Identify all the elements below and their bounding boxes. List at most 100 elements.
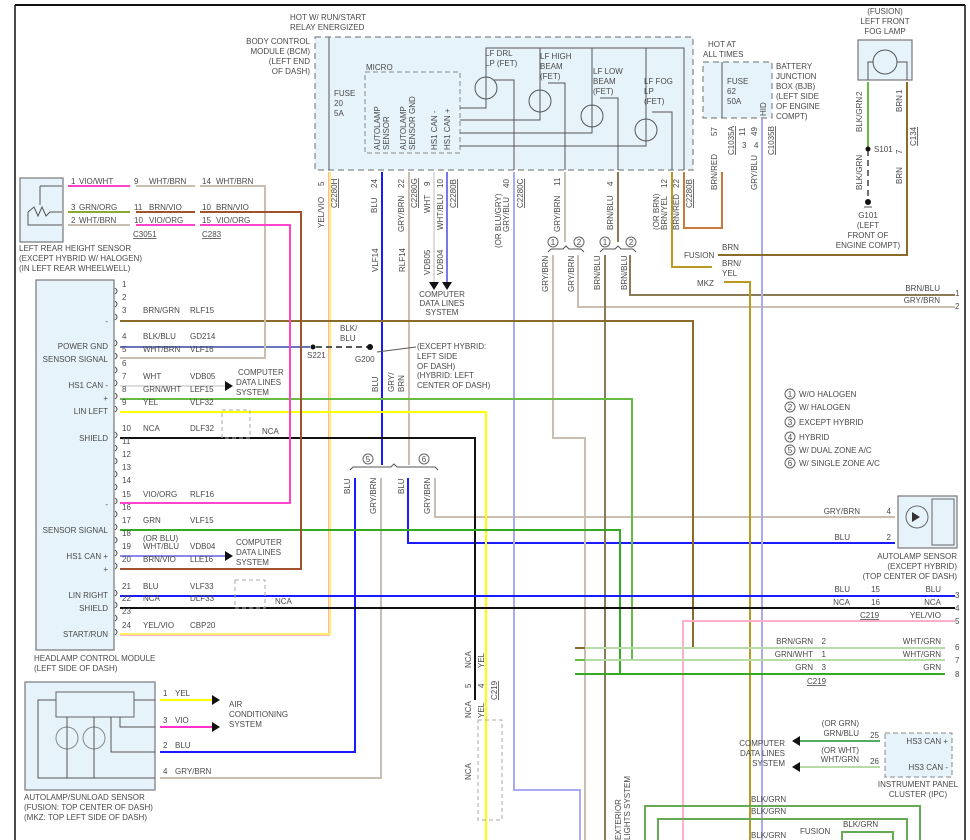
- fet-label: (FET): [540, 72, 561, 81]
- pin-number: 2: [71, 216, 76, 225]
- wire-blk-grn-1[interactable]: [644, 805, 921, 840]
- circuit-id: DLF32: [190, 424, 215, 433]
- note-3-icon: 3: [742, 141, 747, 150]
- fuse-number: 62: [727, 87, 736, 96]
- connector-id: C134: [909, 126, 918, 146]
- wires: [68, 82, 955, 840]
- pin-number: 5: [122, 345, 127, 354]
- circuit-id: RLF16: [190, 490, 215, 499]
- ground-note: (HYBRID: LEFT: [417, 371, 474, 380]
- bcm-name: BODY CONTROL: [246, 37, 310, 46]
- circuit-id: LLE16: [190, 555, 214, 564]
- wire-color: BRN/VIO: [143, 555, 176, 564]
- wire-gry-brn-sunload[interactable]: [160, 478, 382, 779]
- wire-color: BLU: [340, 334, 356, 343]
- cdl-label: SYSTEM: [752, 759, 785, 768]
- wire-color: GRN: [923, 663, 941, 672]
- wire-blu-autolamp[interactable]: [407, 478, 895, 544]
- pin-number: 13: [122, 463, 131, 472]
- wire-color: BLK/GRN: [843, 820, 878, 829]
- circuit-id: VLF32: [190, 398, 214, 407]
- fuse-rating: 20: [334, 99, 343, 108]
- pin-number: 10: [202, 203, 211, 212]
- wire-brn-fog[interactable]: [718, 82, 908, 256]
- pin-terminal-icon: [114, 470, 118, 478]
- wire-blk-grn-2[interactable]: [657, 818, 908, 840]
- connector-id: C1035A: [727, 125, 736, 155]
- wire-vio-org-rlf16[interactable]: [120, 224, 291, 504]
- fet-label: (FET): [644, 97, 665, 106]
- fet-label: LF LOW: [593, 67, 623, 76]
- connector-id: C3051: [133, 230, 157, 239]
- shield-icon: [221, 409, 251, 439]
- pin-terminal-icon: [114, 339, 118, 347]
- pin-label: HS3 CAN -: [908, 763, 948, 772]
- wire-brn-red[interactable]: [683, 172, 723, 229]
- connector-id: C2280G: [410, 178, 419, 208]
- wire-color: BLU: [371, 376, 380, 392]
- wire-color: WHT/BLU: [436, 194, 445, 230]
- wire-color: BRN: [397, 375, 406, 392]
- pin-number: 21: [122, 582, 131, 591]
- circuit-id: VLF15: [190, 516, 214, 525]
- pin-terminal-icon: [114, 431, 118, 439]
- wire-gry-brn-autolamp[interactable]: [434, 478, 895, 518]
- exterior-lights-label: LIGHTS SYSTEM: [623, 776, 632, 840]
- micro-label: MICRO: [366, 63, 393, 72]
- wire-color: VIO/ORG: [216, 216, 250, 225]
- pin-terminal-icon: [114, 601, 118, 609]
- autolamp-sensor: 4 GRY/BRN 2 BLU AUTOLAMP SENSOR (EXCEPT …: [824, 495, 958, 581]
- wire-wht-brn-vlf16[interactable]: [120, 185, 266, 359]
- wire-gry-brn-halogen[interactable]: [577, 255, 955, 308]
- splice-id: S221: [307, 351, 326, 360]
- wire-gry-blu[interactable]: [513, 172, 581, 840]
- wire-color: BLU: [834, 585, 850, 594]
- wire-brn-vio-lle16[interactable]: [120, 211, 302, 570]
- legend-number: 5: [788, 446, 793, 455]
- pin-function-label: -: [105, 317, 108, 326]
- wire-nca-dlf32[interactable]: [120, 437, 476, 700]
- wire-color: NCA: [464, 700, 473, 718]
- cdl-label: SYSTEM: [236, 388, 269, 397]
- pin-terminal-icon: [114, 614, 118, 622]
- pin-number: 17: [122, 516, 131, 525]
- micro-pin-label: HS1 CAN -: [430, 110, 439, 150]
- option-brace: [349, 463, 439, 471]
- pin-function-label: SHIELD: [79, 604, 108, 613]
- pin-number: 57: [710, 127, 719, 136]
- fet-label: BEAM: [540, 62, 563, 71]
- pin-number: 12: [122, 450, 131, 459]
- wire-color: VIO/ORG: [149, 216, 183, 225]
- hot-label: HOT W/ RUN/START: [290, 13, 366, 22]
- row-number: 8: [955, 670, 960, 679]
- pin-function-label: +: [103, 394, 108, 403]
- hot-label: ALL TIMES: [703, 50, 743, 59]
- wire-brn-yel[interactable]: [671, 172, 712, 268]
- wire-blu-sunload[interactable]: [160, 478, 356, 753]
- wire-yel-vio-row5[interactable]: [682, 620, 955, 840]
- wire-yel-vlf32[interactable]: [120, 411, 487, 840]
- note-number: 2: [577, 238, 582, 247]
- pin-number: 1: [122, 280, 127, 289]
- circuit-id: VLF33: [190, 582, 214, 591]
- circuit-id: VDB05: [190, 372, 216, 381]
- legend-item: W/ SINGLE ZONE A/C: [799, 459, 880, 468]
- lower-mid-labels: NCA YEL 5 4 C219 NCA YEL NCA EXTERIOR LI…: [464, 650, 632, 840]
- wire-color: NCA: [143, 424, 161, 433]
- wire-color: BLU: [175, 741, 191, 750]
- note-1-icon: [784, 388, 796, 400]
- wire-blk-grn-3[interactable]: [841, 831, 894, 840]
- arrow-icon: [225, 551, 233, 561]
- note-5-icon: [784, 444, 796, 456]
- left-front-fog-lamp: (FUSION) LEFT FRONT FOG LAMP 2 BLK/GRN 1…: [684, 7, 918, 288]
- micro-pin-label: AUTOLAMP: [373, 106, 382, 150]
- bjb-name: OF ENGINE: [776, 102, 820, 111]
- variant-label: FUSION: [684, 251, 714, 260]
- micro-pin-label: AUTOLAMP: [399, 106, 408, 150]
- wire-brn-blu-halogen[interactable]: [629, 255, 955, 296]
- pin-number: 15: [122, 490, 131, 499]
- wire-gry-brn-wo-halogen[interactable]: [552, 255, 586, 840]
- ground-location: ENGINE COMPT): [836, 241, 901, 250]
- wire-mkz-brn-yel[interactable]: [724, 281, 751, 840]
- cdl-label: COMPUTER: [238, 368, 284, 377]
